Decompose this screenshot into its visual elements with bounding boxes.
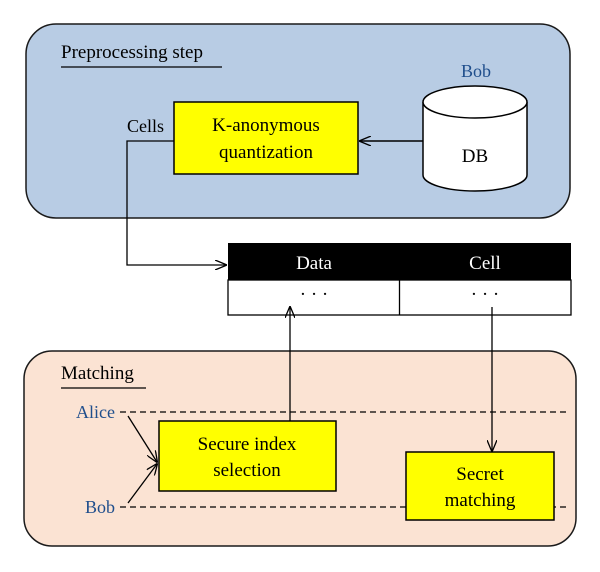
preprocessing-title: Preprocessing step bbox=[61, 42, 203, 63]
database-cylinder bbox=[422, 85, 528, 192]
alice-to-index-arrow bbox=[127, 415, 157, 462]
quantization-label-line1: K-anonymous bbox=[212, 115, 320, 136]
secure-index-box bbox=[158, 420, 337, 492]
secret-matching-label-line1: Secret bbox=[456, 464, 504, 485]
secret-matching-box bbox=[405, 451, 555, 521]
matching-title: Matching bbox=[61, 363, 134, 384]
secret-matching-label-line2: matching bbox=[445, 490, 516, 511]
bob-label-bottom: Bob bbox=[85, 497, 115, 517]
table-header-row bbox=[228, 243, 571, 280]
secure-index-label-line2: selection bbox=[213, 460, 281, 481]
table-cell-cell-ellipsis: · · · bbox=[471, 284, 499, 305]
table-header-data: Data bbox=[296, 253, 332, 274]
quantization-label-line2: quantization bbox=[219, 142, 313, 163]
data-cell-table bbox=[227, 243, 572, 316]
database-label: DB bbox=[462, 146, 488, 167]
quantization-box bbox=[173, 101, 359, 175]
bob-label-top: Bob bbox=[461, 61, 491, 81]
cells-to-table-arrow bbox=[126, 140, 226, 265]
bob-to-index-arrow bbox=[127, 464, 157, 504]
alice-label: Alice bbox=[76, 402, 115, 422]
cells-label: Cells bbox=[127, 116, 164, 136]
secure-index-label-line1: Secure index bbox=[198, 434, 297, 455]
table-cell-data-ellipsis: · · · bbox=[300, 284, 328, 305]
table-header-cell: Cell bbox=[469, 253, 501, 274]
